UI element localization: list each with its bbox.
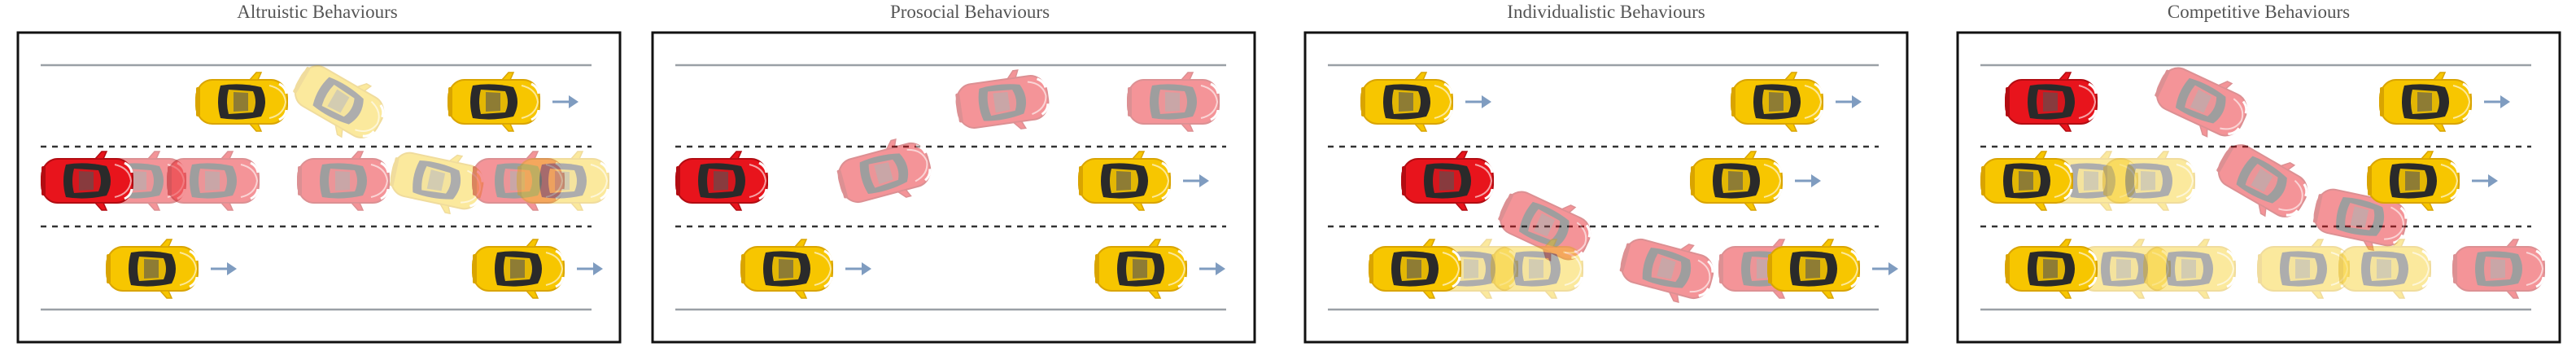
direction-arrow <box>1183 174 1209 187</box>
ghost-yellow-car <box>2338 239 2431 299</box>
yellow-car <box>1690 151 1783 211</box>
direction-arrow <box>1465 95 1491 108</box>
red-car <box>675 151 768 211</box>
ghost-red-car <box>167 151 260 211</box>
ghost-red-car <box>2155 67 2248 138</box>
direction-arrow <box>1836 95 1862 108</box>
direction-arrow <box>1872 262 1898 275</box>
yellow-car <box>1767 239 1860 299</box>
ghost-red-car <box>2452 239 2545 299</box>
yellow-car <box>2367 151 2460 211</box>
ghost-yellow-car <box>389 152 484 215</box>
yellow-car <box>2005 239 2098 299</box>
panel-title-2: Individualistic Behaviours <box>1507 2 1705 22</box>
yellow-car <box>106 239 199 299</box>
ghost-red-car <box>1498 191 1591 261</box>
yellow-car <box>1360 72 1453 132</box>
ghost-red-car <box>836 138 932 204</box>
yellow-car <box>195 72 288 132</box>
red-car <box>41 151 133 211</box>
direction-arrow <box>1199 262 1225 275</box>
panel-1 <box>651 31 1256 344</box>
ghost-yellow-car <box>517 151 609 211</box>
yellow-car <box>1078 151 1171 211</box>
ghost-yellow-car <box>293 65 385 138</box>
direction-arrow <box>1795 174 1821 187</box>
red-car <box>1401 151 1494 211</box>
ghost-yellow-car <box>2257 239 2350 299</box>
direction-arrow <box>577 262 603 275</box>
ghost-red-car <box>2216 144 2308 217</box>
yellow-car <box>740 239 833 299</box>
yellow-car <box>1094 239 1187 299</box>
yellow-car <box>1731 72 1823 132</box>
ghost-yellow-car <box>2102 151 2195 211</box>
ghost-red-car <box>955 69 1050 130</box>
ghost-red-car <box>472 151 565 211</box>
direction-arrow <box>2484 95 2510 108</box>
panel-2 <box>1303 31 1909 344</box>
red-car <box>2005 72 2098 132</box>
ghost-yellow-car <box>2078 239 2171 299</box>
panel-title-3: Competitive Behaviours <box>2167 2 2351 22</box>
panel-3 <box>1956 31 2561 344</box>
ghost-red-car <box>2312 188 2408 252</box>
yellow-car <box>2379 72 2472 132</box>
ghost-red-car <box>1127 72 1220 132</box>
ghost-yellow-car <box>2143 239 2236 299</box>
yellow-car <box>448 72 540 132</box>
ghost-red-car <box>1619 238 1714 304</box>
direction-arrow <box>211 262 237 275</box>
yellow-car <box>1980 151 2073 211</box>
panel-title-1: Prosocial Behaviours <box>889 2 1050 22</box>
ghost-red-car <box>297 151 390 211</box>
ghost-yellow-car <box>1491 239 1583 299</box>
panel-title-0: Altruistic Behaviours <box>237 2 398 22</box>
yellow-car <box>1369 239 1461 299</box>
direction-arrow <box>845 262 871 275</box>
direction-arrow <box>552 95 579 108</box>
panel-0 <box>16 31 622 344</box>
direction-arrow <box>2472 174 2498 187</box>
yellow-car <box>472 239 565 299</box>
